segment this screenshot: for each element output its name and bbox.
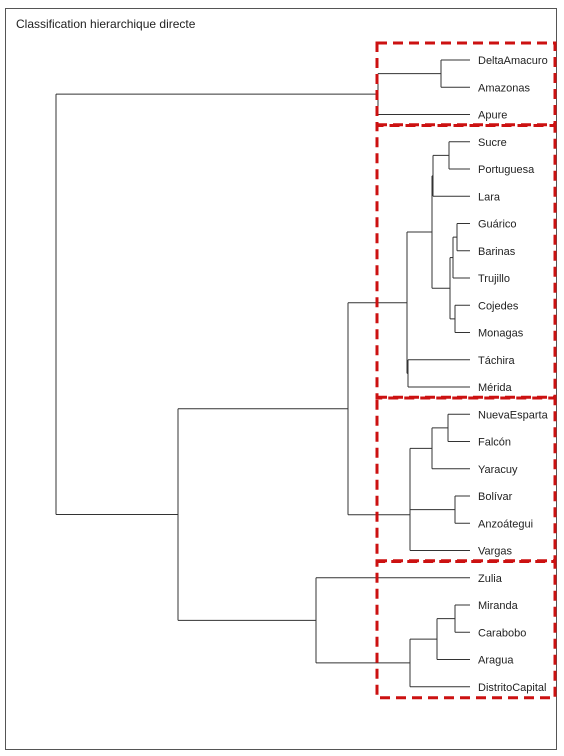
- cluster-box: [375, 123, 557, 400]
- leaf-label: DeltaAmacuro: [478, 55, 548, 67]
- cluster-box: [375, 395, 557, 563]
- leaf-label: Carabobo: [478, 627, 526, 639]
- leaf-label: Aragua: [478, 655, 514, 667]
- leaf-label: Guárico: [478, 219, 517, 231]
- leaf-label: DistritoCapital: [478, 682, 546, 694]
- leaf-label: Miranda: [478, 600, 519, 612]
- leaf-label: Bolívar: [478, 491, 513, 503]
- cluster-box: [375, 559, 557, 700]
- leaf-label: Monagas: [478, 328, 524, 340]
- cluster-box: [375, 41, 557, 127]
- leaf-label: Vargas: [478, 546, 513, 558]
- leaf-label: Portuguesa: [478, 164, 535, 176]
- plot-frame: [5, 8, 557, 750]
- leaf-label: Lara: [478, 191, 501, 203]
- leaf-label: Sucre: [478, 137, 507, 149]
- leaf-label: Zulia: [478, 573, 503, 585]
- leaf-label: NuevaEsparta: [478, 409, 549, 421]
- leaf-label: Yaracuy: [478, 464, 518, 476]
- leaf-label: Anzoátegui: [478, 518, 533, 530]
- chart-title: Classification hierarchique directe: [16, 17, 196, 31]
- leaf-label: Amazonas: [478, 82, 530, 94]
- leaf-label: Mérida: [478, 382, 513, 394]
- leaf-label: Falcón: [478, 437, 511, 449]
- leaf-label: Barinas: [478, 246, 516, 258]
- leaf-label: Cojedes: [478, 300, 519, 312]
- leaf-label: Apure: [478, 110, 507, 122]
- leaf-label: Trujillo: [478, 273, 510, 285]
- leaf-label: Táchira: [478, 355, 516, 367]
